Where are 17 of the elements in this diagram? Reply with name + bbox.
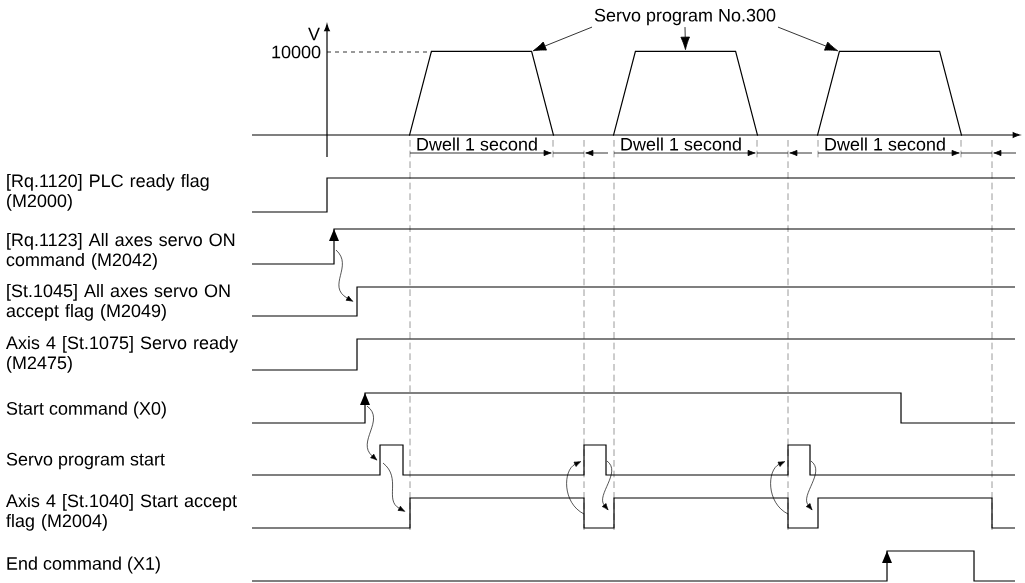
signal-name: Servo program start bbox=[6, 452, 165, 470]
leader-arrow bbox=[532, 26, 593, 52]
velocity-profile bbox=[408, 50, 555, 137]
leader-arrow bbox=[777, 26, 839, 52]
signal-name: [Rq.1123] All axes servo ON command (M2042) bbox=[6, 232, 235, 270]
signal-name: Start command (X0) bbox=[6, 401, 166, 419]
signal-name: Axis 4 [St.1040] Start accept flag (M2004) bbox=[6, 493, 237, 531]
signal-name: End command (X1) bbox=[7, 556, 160, 574]
signal-name: [St.1045] All axes servo ON accept flag (M2049) bbox=[6, 283, 230, 321]
callout-text: Servo program No.300 bbox=[594, 8, 776, 26]
signal-name: [Rq.1120] PLC ready flag (M2000) bbox=[7, 173, 209, 211]
leader-arrow bbox=[680, 26, 690, 50]
velocity-profile bbox=[612, 50, 759, 137]
axis-label: V bbox=[308, 27, 320, 41]
velocity-profile bbox=[816, 50, 963, 137]
tick-label: 10000 bbox=[272, 45, 321, 59]
signal-name: Axis 4 [St.1075] Servo ready (M2475) bbox=[6, 335, 238, 373]
